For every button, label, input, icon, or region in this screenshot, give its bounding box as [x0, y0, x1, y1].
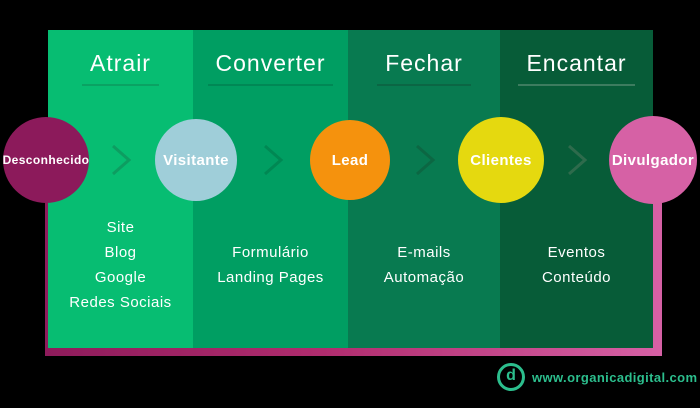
stage-item: Redes Sociais — [69, 294, 172, 311]
circle-label: Desconhecido — [2, 153, 90, 167]
stage-title-text: Atrair — [82, 50, 159, 86]
stage-item: Google — [94, 269, 147, 286]
stage-item: Formulário — [232, 244, 309, 261]
chevron-right-icon — [264, 144, 284, 176]
circle-label: Lead — [331, 151, 369, 169]
circle-label: Visitante — [163, 151, 229, 169]
stage-encantar-items: Eventos Conteúdo — [500, 205, 653, 325]
stage-fechar-title: Fechar — [348, 50, 500, 86]
stage-converter-title: Converter — [193, 50, 348, 86]
circle-visitante: Visitante — [155, 119, 237, 201]
stage-title-text: Encantar — [518, 50, 635, 86]
stage-title-text: Fechar — [377, 50, 471, 86]
stage-item: Landing Pages — [217, 269, 324, 286]
circle-divulgador: Divulgador — [609, 116, 697, 204]
circle-lead: Lead — [310, 120, 390, 200]
organica-digital-logo-icon: d — [497, 363, 525, 391]
stage-item: Conteúdo — [541, 269, 612, 286]
chevron-right-icon — [568, 144, 588, 176]
stage-title-text: Converter — [207, 50, 334, 86]
circle-desconhecido: Desconhecido — [3, 117, 89, 203]
stage-item: Blog — [104, 244, 137, 261]
circle-label: Clientes — [470, 151, 532, 169]
footer-brand: d www.organicadigital.com — [497, 361, 697, 393]
stage-fechar-items: E-mails Automação — [348, 205, 500, 325]
website-url: www.organicadigital.com — [532, 369, 698, 385]
stage-atrair-title: Atrair — [48, 50, 193, 86]
logo-letter: d — [506, 367, 516, 384]
stage-encantar-title: Encantar — [500, 50, 653, 86]
circle-clientes: Clientes — [458, 117, 544, 203]
stage-item: Eventos — [547, 244, 606, 261]
stage-atrair-items: Site Blog Google Redes Sociais — [48, 205, 193, 325]
stage-converter-items: Formulário Landing Pages — [193, 205, 348, 325]
stage-item: Automação — [383, 269, 465, 286]
chevron-right-icon — [112, 144, 132, 176]
stage-item: Site — [106, 219, 135, 236]
chevron-right-icon — [416, 144, 436, 176]
circle-label: Divulgador — [611, 151, 695, 169]
stage-item: E-mails — [397, 244, 451, 261]
